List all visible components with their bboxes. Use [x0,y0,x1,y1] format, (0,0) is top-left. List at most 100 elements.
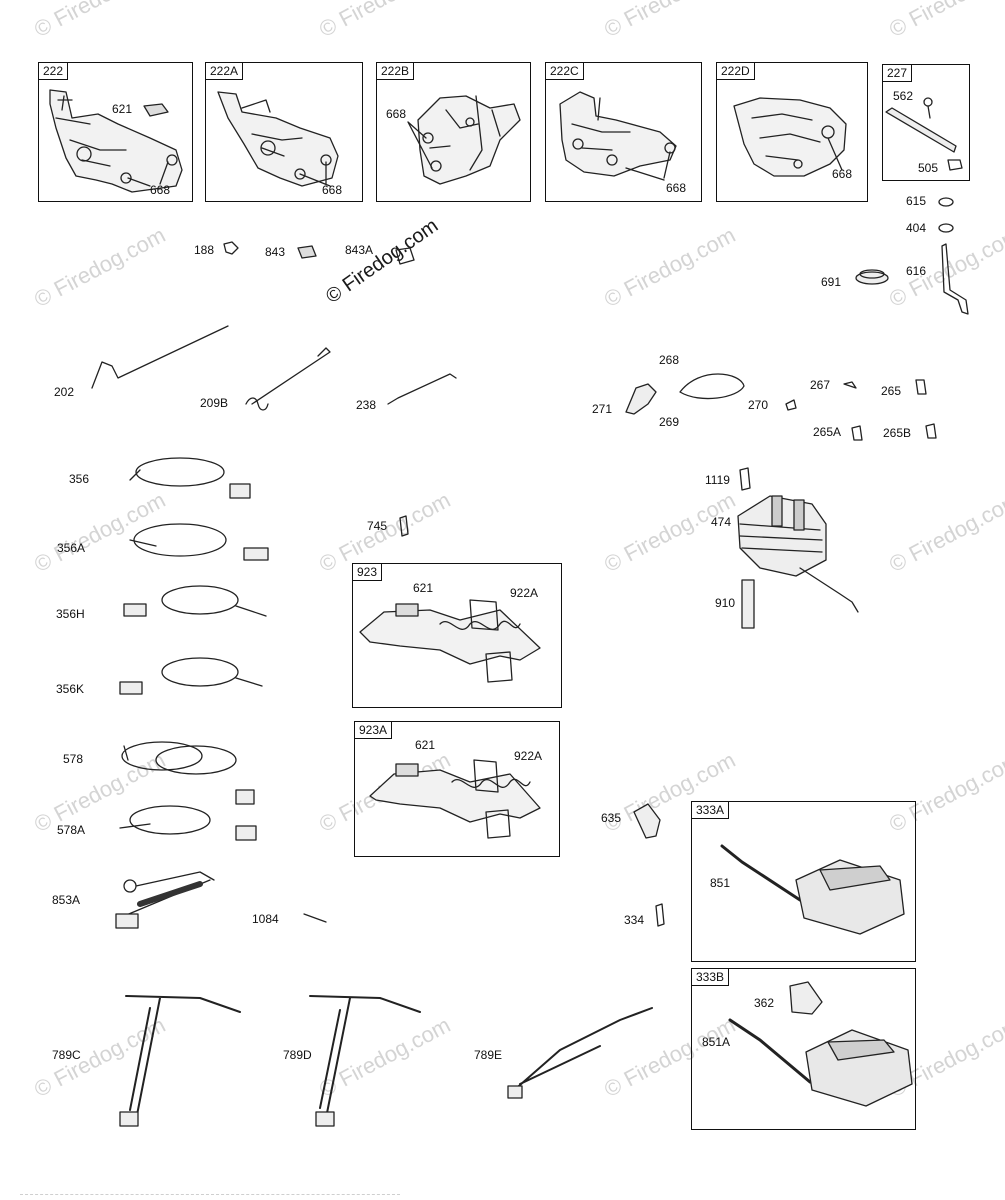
part-number: 267 [810,378,831,392]
screw-745 [399,515,409,537]
coil-474 [737,495,859,613]
screw-267 [843,381,857,389]
spring-209B [245,347,331,411]
part-number: 562 [893,89,914,103]
footer-rule [20,1194,400,1197]
washer-404 [938,223,954,233]
part-number: 271 [592,402,613,416]
part-number: 474 [711,515,732,529]
harness-789D [309,995,421,1127]
assembly-box-333B: 333B [691,968,916,1130]
grommet-691 [855,269,889,285]
ignition-coil-333B [728,981,913,1107]
harness-789C [119,995,241,1127]
harness-578A [119,805,257,841]
box-tag: 923 [352,563,383,581]
harness-356H [123,585,267,617]
clip-265 [915,379,927,395]
part-number: 668 [832,167,853,181]
terminal-1084 [303,913,327,923]
brake-923A-drawing [369,759,541,839]
part-number: 668 [386,107,407,121]
part-number: 922A [510,586,539,600]
assembly-box-222B: 222B [376,62,531,202]
harness-578 [121,741,255,805]
part-number: 1084 [252,912,279,926]
box-tag: 222A [205,62,244,80]
part-number: 356K [56,682,85,696]
part-number: 843 [265,245,286,259]
part-number: 188 [194,243,215,257]
part-number: 202 [54,385,75,399]
bracket-222C-drawing [559,91,677,181]
box-tag: 222D [716,62,755,80]
standoff-910 [741,579,755,629]
part-number: 789D [283,1048,312,1062]
box-tag: 333B [691,968,730,986]
part-number: 621 [112,102,133,116]
part-number: 851A [702,1035,731,1049]
harness-356K [119,657,263,695]
small-parts-188-843 [223,241,415,265]
screw-334 [655,903,665,927]
part-number: 745 [367,519,388,533]
part-number: 209B [200,396,229,410]
part-number: 356H [56,607,85,621]
part-number: 404 [906,221,927,235]
box-tag: 923A [354,721,393,739]
part-number: 621 [415,738,436,752]
rod-238 [387,373,457,405]
assembly-box-923A: 923A [354,721,560,857]
washer-615 [938,197,954,207]
rod-202 [91,325,229,389]
part-number: 615 [906,194,927,208]
part-number: 853A [52,893,81,907]
box-tag: 222C [545,62,584,80]
box-tag: 222B [376,62,415,80]
part-number: 635 [601,811,622,825]
nut-270 [785,399,797,411]
boot-635 [633,803,661,839]
part-number: 789C [52,1048,81,1062]
part-number: 265B [883,426,912,440]
part-number: 621 [413,581,434,595]
part-number: 616 [906,264,927,278]
assembly-box-222D: 222D [716,62,868,202]
harness-356A [129,523,269,561]
part-number: 356A [57,541,86,555]
part-number: 362 [754,996,775,1010]
part-number: 334 [624,913,645,927]
clip-265A [851,425,863,441]
harness-853A [115,871,215,929]
part-number: 1119 [705,473,730,487]
clip-265B [925,423,937,439]
part-number: 843A [345,243,374,257]
part-number: 789E [474,1048,503,1062]
brake-923-drawing [359,599,541,683]
part-number: 578A [57,823,86,837]
part-number: 691 [821,275,842,289]
bracket-222B-drawing [407,95,521,185]
link-227-drawing [885,97,963,171]
part-number: 269 [659,415,680,429]
box-tag: 227 [882,64,913,82]
part-number: 238 [356,398,377,412]
part-number: 578 [63,752,84,766]
part-number: 505 [918,161,939,175]
assembly-box-227: 227 [882,64,970,181]
rod-616 [941,243,969,315]
screw-1119 [739,467,751,491]
assembly-box-222: 222 [38,62,193,202]
bracket-222D-drawing [733,97,847,177]
part-number: 270 [748,398,769,412]
part-number: 268 [659,353,680,367]
part-number: 668 [322,183,343,197]
ignition-coil-333A [720,844,905,935]
part-number: 668 [150,183,171,197]
bracket-222-drawing [49,89,183,193]
cable-268 [625,373,745,415]
part-number: 910 [715,596,736,610]
assembly-box-333A: 333A [691,801,916,962]
